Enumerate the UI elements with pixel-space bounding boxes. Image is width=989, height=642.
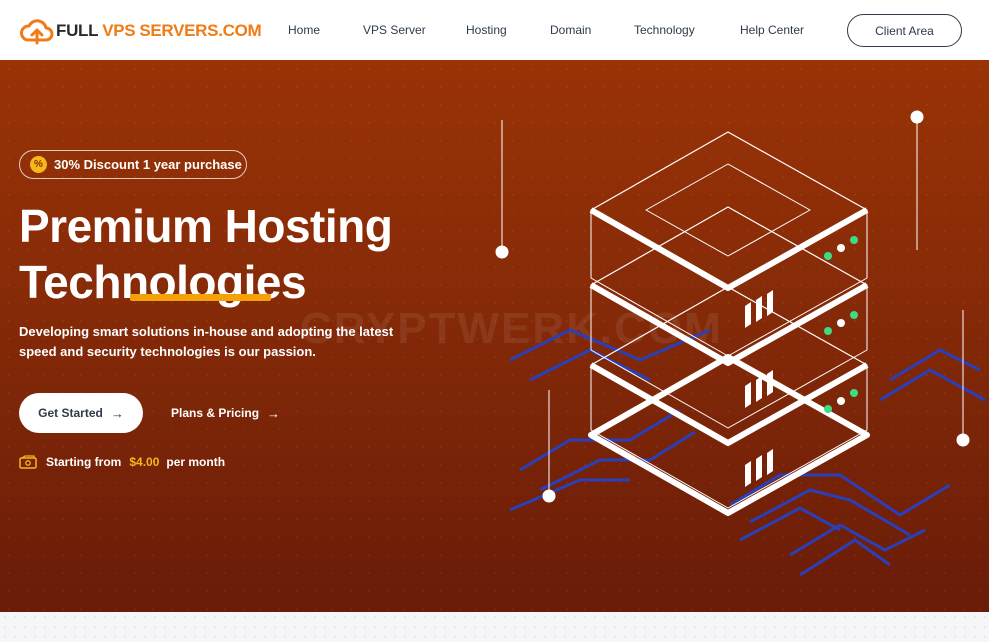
plans-pricing-label: Plans & Pricing xyxy=(171,406,260,420)
arrow-right-icon: → xyxy=(267,405,281,421)
server-stack-illustration xyxy=(495,110,986,577)
nav-home[interactable]: Home xyxy=(288,23,321,37)
badge-text: 30% Discount 1 year purchase xyxy=(54,157,242,172)
client-area-button[interactable]: Client Area xyxy=(847,14,962,47)
money-icon xyxy=(19,455,37,469)
price-value: $4.00 xyxy=(129,455,160,469)
nav-domain[interactable]: Domain xyxy=(550,23,592,37)
hero-title-line2: Technologies xyxy=(19,256,307,308)
plans-pricing-link[interactable]: Plans & Pricing → xyxy=(171,403,280,423)
title-highlight xyxy=(130,294,271,301)
arrow-right-icon: → xyxy=(110,405,124,421)
starting-price: Starting from $4.00 per month xyxy=(19,453,225,471)
server-vents xyxy=(745,290,773,487)
hero-description: Developing smart solutions in-house and … xyxy=(19,324,394,359)
discount-badge: % 30% Discount 1 year purchase xyxy=(19,150,247,179)
vertical-pins xyxy=(495,110,970,503)
get-started-button[interactable]: Get Started → xyxy=(19,393,143,433)
hero-section: CRYPTWERK.COM % 30% Discount 1 year purc… xyxy=(0,60,989,612)
price-suffix: per month xyxy=(166,455,226,469)
nav-technology[interactable]: Technology xyxy=(634,23,695,37)
get-started-label: Get Started xyxy=(38,406,103,420)
nav-vps-server[interactable]: VPS Server xyxy=(363,23,426,37)
cloud-upload-icon xyxy=(20,19,54,45)
server-layers xyxy=(588,131,870,516)
nav-hosting[interactable]: Hosting xyxy=(466,23,507,37)
footer-strip xyxy=(0,612,989,642)
hero-title-line1: Premium Hosting xyxy=(19,200,393,252)
discount-icon: % xyxy=(30,156,47,173)
server-leds xyxy=(824,236,858,413)
nav-help-center[interactable]: Help Center xyxy=(740,23,805,37)
price-prefix: Starting from xyxy=(46,455,122,469)
